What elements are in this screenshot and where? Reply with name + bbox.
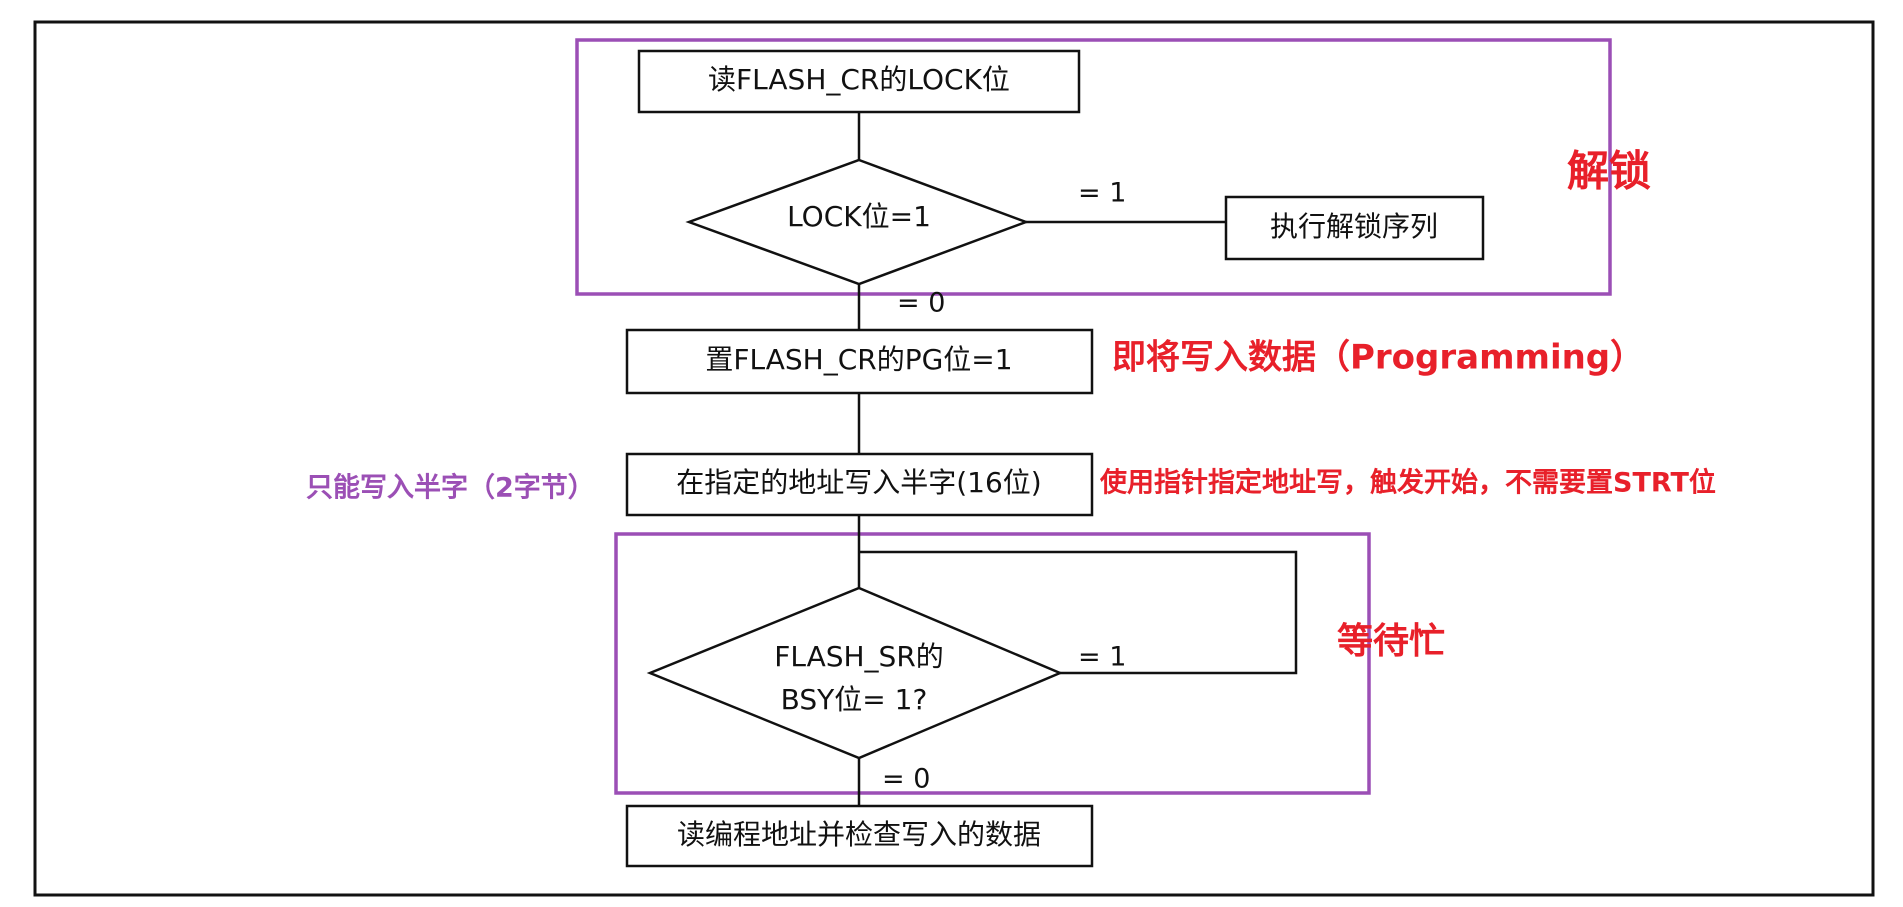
node-set-pg-label: 置FLASH_CR的PG位=1 — [705, 343, 1012, 376]
node-verify-box — [625, 804, 1094, 868]
outer-frame — [33, 20, 1875, 897]
annotation-unlock: 解锁 — [1567, 147, 1651, 196]
edge-label-lock-no: = 0 — [897, 288, 945, 319]
node-unlock-seq-box — [1224, 195, 1485, 261]
annotation-halfword-note: 只能写入半字（2字节） — [306, 472, 595, 504]
wait-busy-group-box — [614, 532, 1371, 795]
annotation-wait-busy: 等待忙 — [1337, 621, 1445, 662]
edge-label-bsy-yes: = 1 — [1078, 642, 1126, 673]
node-write-half-box — [625, 452, 1094, 517]
connectors — [857, 112, 1298, 806]
node-verify-label: 读编程地址并检查写入的数据 — [677, 818, 1041, 851]
node-unlock-seq-label: 执行解锁序列 — [1270, 210, 1438, 243]
node-write-half-label: 在指定的地址写入半字(16位) — [676, 466, 1041, 499]
edge-label-bsy-no: = 0 — [882, 764, 930, 795]
node-bsy-check-label-line2: BSY位= 1? — [781, 683, 928, 716]
annotation-write-note: 使用指针指定地址写，触发开始，不需要置STRT位 — [1099, 467, 1716, 499]
unlock-group-box — [575, 38, 1612, 296]
node-read-lock-label: 读FLASH_CR的LOCK位 — [708, 63, 1010, 96]
node-bsy-check-diamond — [646, 586, 1064, 760]
node-set-pg-box — [625, 328, 1094, 395]
node-bsy-check-label-line1: FLASH_SR的 — [774, 640, 944, 673]
node-read-lock-box — [637, 49, 1081, 114]
edge-label-lock-yes: = 1 — [1078, 178, 1126, 209]
annotation-programming: 即将写入数据（Programming） — [1112, 338, 1644, 378]
edge-bsy-loop — [859, 550, 1298, 675]
node-lock-check-label: LOCK位=1 — [787, 200, 931, 233]
node-lock-check-diamond — [685, 158, 1030, 286]
